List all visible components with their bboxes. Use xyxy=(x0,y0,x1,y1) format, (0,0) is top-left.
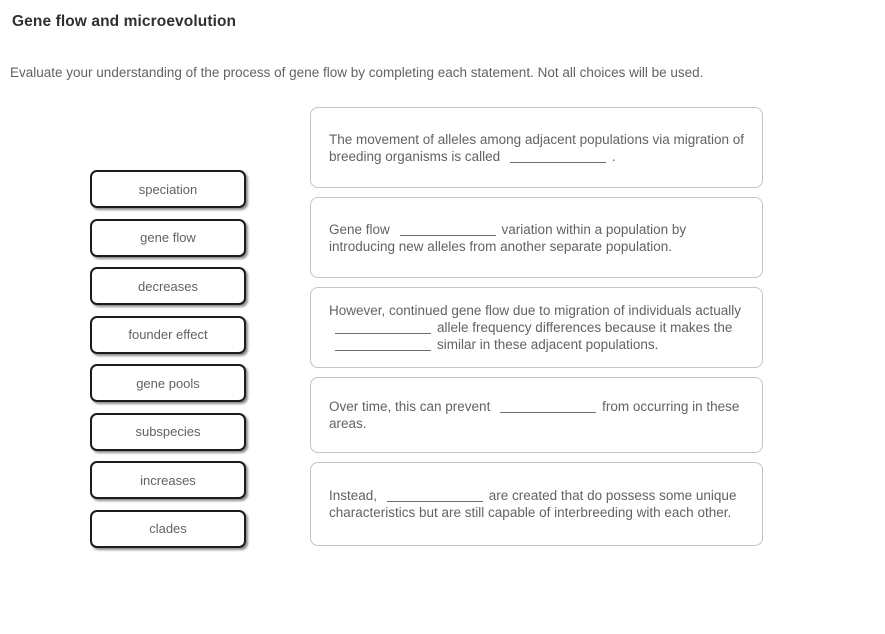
statement-box: Instead, are created that do possess som… xyxy=(310,462,763,546)
choice-chip-label: subspecies xyxy=(135,424,201,439)
statement-text: Over time, this can prevent from occurri… xyxy=(329,399,740,431)
statement-box: The movement of alleles among adjacent p… xyxy=(310,107,763,188)
statement-text: Gene flow variation within a population … xyxy=(329,221,687,254)
choice-chip[interactable]: subspecies xyxy=(90,412,246,451)
statement-text: However, continued gene flow due to migr… xyxy=(329,303,741,352)
statement-text: The movement of alleles among adjacent p… xyxy=(329,131,744,164)
statements-list: The movement of alleles among adjacent p… xyxy=(310,107,763,546)
page-title: Gene flow and microevolution xyxy=(12,13,237,30)
statement-box: However, continued gene flow due to migr… xyxy=(310,287,763,368)
choice-chip-label: gene pools xyxy=(136,375,200,391)
choice-chip-label: speciation xyxy=(138,181,198,197)
blank-drop-zone[interactable] xyxy=(335,338,431,351)
blank-drop-zone[interactable] xyxy=(386,489,483,502)
choice-chip[interactable]: decreases xyxy=(90,267,246,305)
choice-chip[interactable]: speciation xyxy=(90,170,246,208)
choice-chip-label: decreases xyxy=(138,278,198,294)
answer-choices-list: speciation gene flow decreases founder e… xyxy=(90,170,246,548)
choice-chip-label: increases xyxy=(140,472,196,488)
choice-chip[interactable]: gene flow xyxy=(90,218,246,257)
statement-box: Over time, this can prevent from occurri… xyxy=(310,377,763,453)
choice-chip[interactable]: clades xyxy=(90,509,246,548)
blank-drop-zone[interactable] xyxy=(509,150,606,163)
choice-chip[interactable]: increases xyxy=(90,461,246,499)
choice-chip[interactable]: gene pools xyxy=(90,364,246,402)
blank-drop-zone[interactable] xyxy=(399,223,496,236)
choice-chip[interactable]: founder effect xyxy=(90,315,246,354)
instruction-text: Evaluate your understanding of the proce… xyxy=(10,65,704,80)
blank-drop-zone[interactable] xyxy=(335,321,431,334)
statement-box: Gene flow variation within a population … xyxy=(310,197,763,278)
statement-text: Instead, are created that do possess som… xyxy=(329,488,737,520)
blank-drop-zone[interactable] xyxy=(500,400,597,413)
choice-chip-label: gene flow xyxy=(140,230,196,245)
choice-chip-label: founder effect xyxy=(128,327,208,342)
choice-chip-label: clades xyxy=(149,521,187,536)
